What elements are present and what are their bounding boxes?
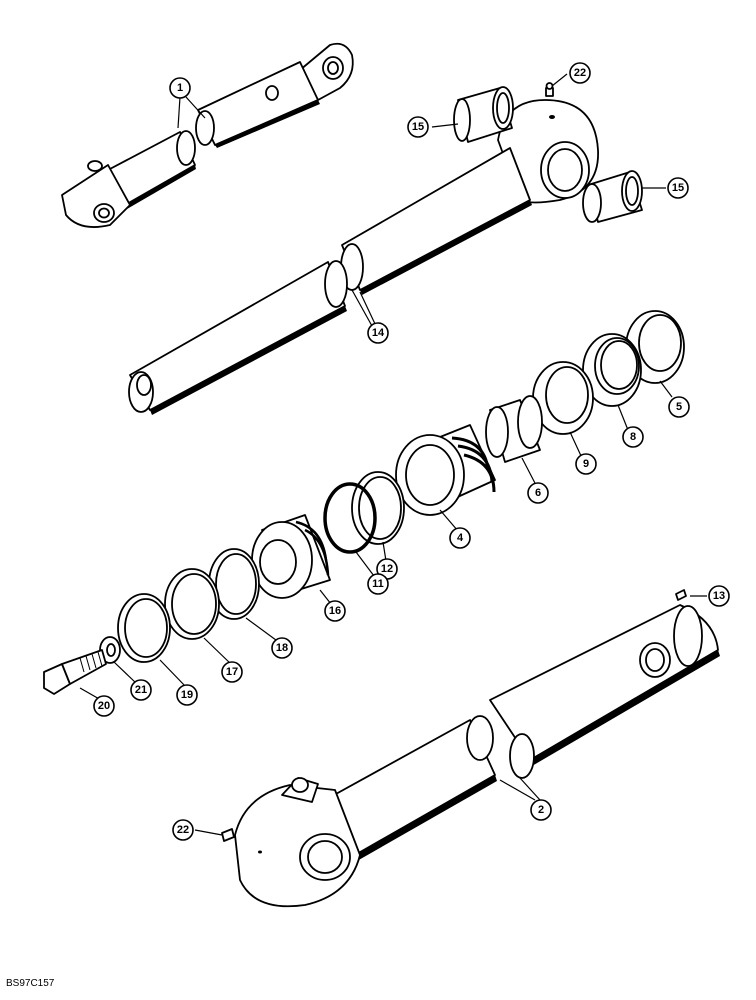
svg-text:12: 12 — [381, 563, 393, 575]
svg-text:16: 16 — [329, 605, 341, 617]
callout-18: 18 — [271, 637, 293, 659]
leader-lines — [79, 73, 707, 836]
bolt-20 — [43, 649, 107, 695]
svg-text:1: 1 — [177, 82, 183, 94]
svg-text:2: 2 — [538, 804, 544, 816]
callout-1: 1 — [169, 77, 191, 99]
bushing-right — [582, 170, 643, 223]
piston-16 — [251, 514, 331, 599]
callout-22-bottom: 22 — [172, 819, 194, 841]
callout-21: 21 — [130, 679, 152, 701]
grease-fitting-bottom — [221, 828, 235, 842]
callout-17: 17 — [221, 661, 243, 683]
svg-text:11: 11 — [372, 578, 384, 590]
svg-text:13: 13 — [713, 590, 725, 602]
figure-reference-code: BS97C157 — [6, 978, 55, 989]
callout-8: 8 — [622, 426, 644, 448]
wiper-8 — [582, 333, 642, 407]
cylinder-assembly-small — [61, 42, 354, 228]
piston-rod — [128, 99, 599, 415]
ring-19 — [117, 593, 171, 663]
bearing-6 — [485, 395, 543, 463]
svg-text:17: 17 — [226, 666, 238, 678]
bushing-top — [453, 86, 514, 143]
callout-14: 14 — [367, 322, 389, 344]
ring-12 — [351, 471, 405, 545]
cylinder-tube — [234, 604, 720, 908]
svg-text:15: 15 — [672, 182, 684, 194]
callout-4: 4 — [449, 527, 471, 549]
svg-text:6: 6 — [535, 487, 541, 499]
fitting-13 — [675, 589, 687, 601]
callout-13: 13 — [708, 585, 730, 607]
svg-text:4: 4 — [457, 532, 464, 544]
svg-text:22: 22 — [574, 67, 586, 79]
svg-text:8: 8 — [630, 431, 636, 443]
callout-16: 16 — [324, 600, 346, 622]
callout-2: 2 — [530, 799, 552, 821]
svg-text:19: 19 — [181, 689, 193, 701]
svg-text:20: 20 — [98, 700, 110, 712]
callout-19: 19 — [176, 684, 198, 706]
o-ring-11 — [323, 482, 377, 554]
svg-text:21: 21 — [135, 684, 147, 696]
svg-text:5: 5 — [676, 401, 682, 413]
callout-9: 9 — [575, 453, 597, 475]
callout-22-top: 22 — [569, 62, 591, 84]
callout-15-right: 15 — [667, 177, 689, 199]
washer-21 — [99, 636, 121, 664]
gland-4 — [395, 424, 496, 516]
ring-9 — [532, 361, 594, 435]
callout-11: 11 — [367, 573, 389, 595]
svg-text:18: 18 — [276, 642, 288, 654]
svg-text:9: 9 — [583, 458, 589, 470]
callout-20: 20 — [93, 695, 115, 717]
ring-18 — [208, 548, 260, 620]
callout-5: 5 — [668, 396, 690, 418]
callout-15-top: 15 — [407, 116, 429, 138]
svg-text:15: 15 — [412, 121, 424, 133]
grease-fitting-top — [545, 82, 554, 97]
ring-17 — [164, 568, 220, 640]
svg-text:22: 22 — [177, 824, 189, 836]
svg-text:14: 14 — [372, 327, 385, 339]
callout-6: 6 — [527, 482, 549, 504]
